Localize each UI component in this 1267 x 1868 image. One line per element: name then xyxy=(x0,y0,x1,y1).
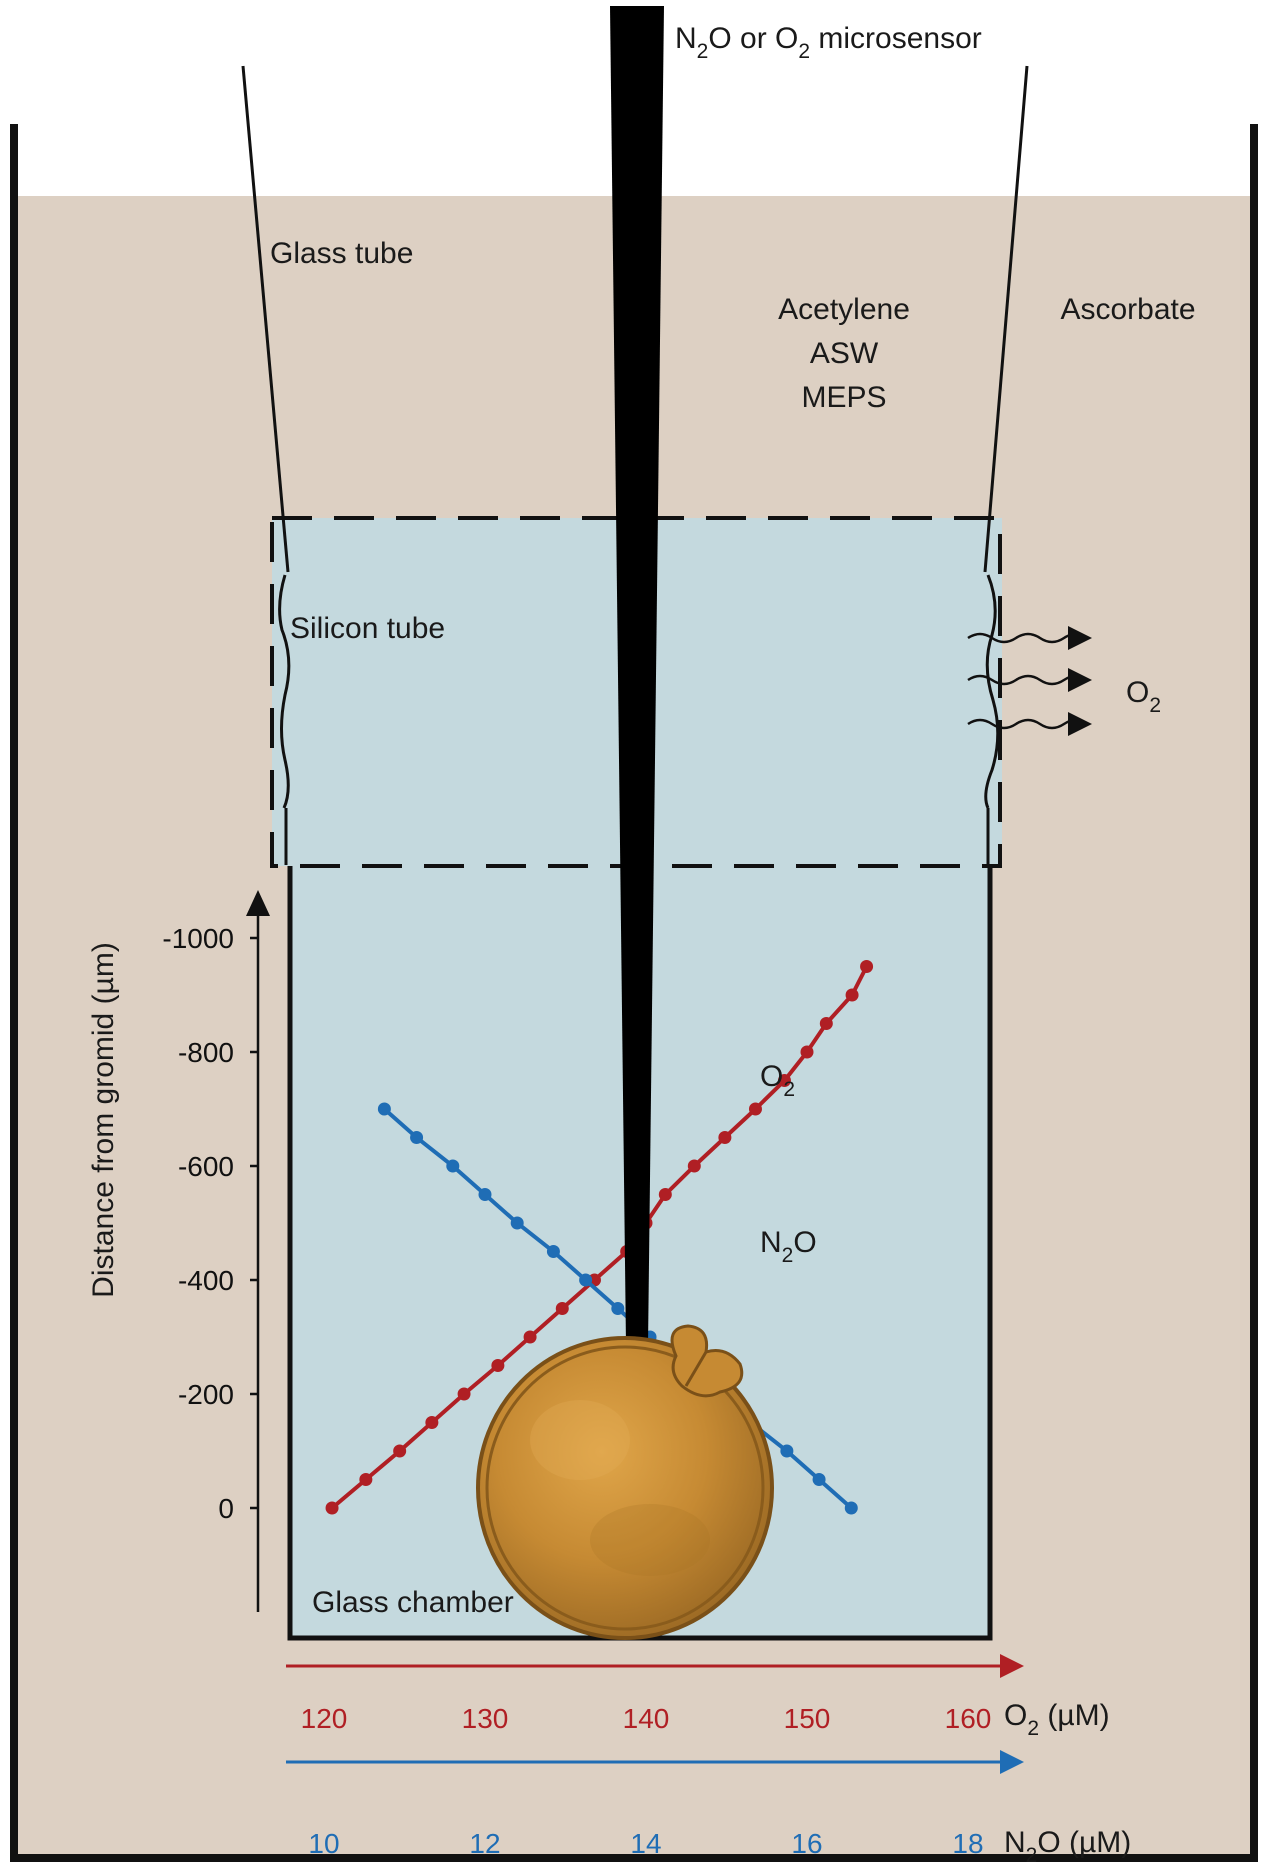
data-point xyxy=(748,1102,762,1116)
data-point xyxy=(359,1473,373,1486)
data-point xyxy=(718,1131,732,1144)
meps-label: MEPS xyxy=(801,381,886,414)
data-point xyxy=(777,1074,791,1087)
x-tick-label: 140 xyxy=(623,1703,670,1734)
y-tick-label: -1000 xyxy=(162,923,234,954)
data-point xyxy=(812,1473,826,1486)
x-tick-label: 12 xyxy=(469,1828,500,1859)
data-point xyxy=(325,1501,339,1515)
data-point xyxy=(510,1216,524,1230)
data-point xyxy=(478,1188,492,1201)
data-point xyxy=(687,1159,701,1173)
y-tick-label: -800 xyxy=(178,1037,234,1068)
data-point xyxy=(523,1330,537,1344)
y-tick-label: -600 xyxy=(178,1151,234,1182)
data-point xyxy=(393,1444,407,1458)
data-point xyxy=(860,960,874,973)
data-point xyxy=(446,1159,460,1173)
ascorbate-label: Ascorbate xyxy=(1060,293,1195,326)
data-point xyxy=(844,1501,858,1515)
o2-out-label: O2 xyxy=(1126,676,1161,717)
microsensor-label: N2O or O2 microsensor xyxy=(675,22,982,63)
data-point xyxy=(658,1188,672,1201)
silicon-tube-label: Silicon tube xyxy=(290,612,445,645)
data-point xyxy=(845,988,859,1002)
silicon-tube-left-wall xyxy=(278,574,291,809)
data-point xyxy=(780,1444,794,1458)
o2-diffusion-arrows xyxy=(967,632,1089,730)
y-tick-label: 0 xyxy=(218,1493,234,1524)
glass-tube-right xyxy=(983,65,1029,573)
x-axis-n2o-title: N2O (µM) xyxy=(1004,1826,1131,1867)
x-tick-label: 14 xyxy=(630,1828,661,1859)
data-point xyxy=(579,1273,593,1287)
glass-tube-left xyxy=(241,65,290,573)
x-tick-label: 16 xyxy=(791,1828,822,1859)
microsensor-needle xyxy=(610,6,664,1346)
x-axis-o2-arrowhead xyxy=(1000,1654,1024,1678)
data-point xyxy=(491,1359,505,1372)
x-tick-label: 130 xyxy=(462,1703,509,1734)
x-axis-o2-title: O2 (µM) xyxy=(1004,1699,1110,1740)
silicon-tube-right-wall xyxy=(984,574,1000,809)
data-point xyxy=(425,1416,439,1429)
asw-label: ASW xyxy=(810,337,879,370)
series-o2-label: O2 xyxy=(760,1060,795,1101)
x-tick-label: 10 xyxy=(308,1828,339,1859)
glass-tube-label: Glass tube xyxy=(270,237,413,270)
data-point xyxy=(410,1131,424,1144)
glass-chamber-label: Glass chamber xyxy=(312,1586,514,1619)
data-point xyxy=(611,1302,625,1315)
data-point xyxy=(546,1245,560,1258)
data-point xyxy=(555,1302,569,1315)
series-n2o-label: N2O xyxy=(760,1226,817,1267)
o2-arrowheads xyxy=(1068,626,1092,736)
data-point xyxy=(457,1387,471,1401)
data-point xyxy=(800,1045,814,1059)
x-tick-label: 150 xyxy=(784,1703,831,1734)
x-tick-label: 120 xyxy=(301,1703,348,1734)
y-axis-arrowhead xyxy=(246,890,270,916)
x-axis-n2o-arrowhead xyxy=(1000,1750,1024,1774)
gromiid-foraminifera xyxy=(476,1324,774,1640)
y-tick-label: -400 xyxy=(178,1265,234,1296)
data-point xyxy=(377,1102,391,1116)
data-point xyxy=(819,1017,833,1030)
y-tick-label: -200 xyxy=(178,1379,234,1410)
outer-container xyxy=(10,124,1258,1862)
x-tick-label: 18 xyxy=(952,1828,983,1859)
x-tick-label: 160 xyxy=(945,1703,992,1734)
y-axis-label: Distance from gromid (µm) xyxy=(87,942,120,1298)
acetylene-label: Acetylene xyxy=(778,293,910,326)
